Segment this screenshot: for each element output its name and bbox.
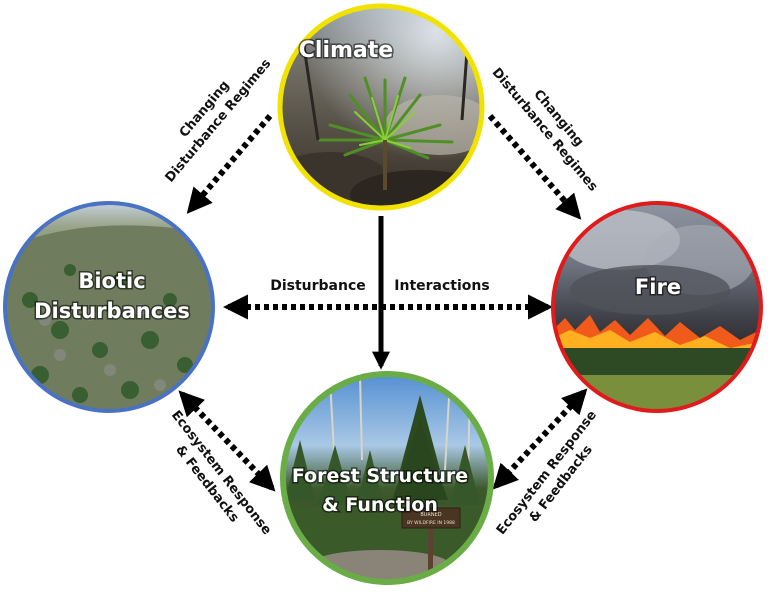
label-changing-right: Changing Disturbance Regimes [489,65,601,194]
biotic-photo [5,203,213,411]
forest-sign-line1: BURNED [420,512,441,518]
arrow-biotic-forest-feedback [178,390,276,492]
arrow-fire-forest-feedback [492,388,588,490]
forest-ring [280,371,494,585]
forest-label-line1: Forest Structure [292,465,468,487]
arrows [178,114,588,492]
label-response-right: Ecosystem Response & Feedbacks [494,408,600,538]
interactions-right-label: Interactions [394,278,489,294]
climate-label: Climate [299,38,393,63]
fire-label: Fire [635,275,681,299]
label-changing-left: Changing Disturbance Regimes [163,56,275,185]
biotic-ring [3,201,215,413]
biotic-label-line2: Disturbances [34,299,190,323]
arrow-climate-to-biotic [186,114,273,214]
interactions-left-label: Disturbance [270,278,366,294]
fire-ring [551,201,763,413]
node-fire: Fire [551,201,763,413]
node-forest: BURNED BY WILDFIRE IN 1988 Forest Struct… [280,371,494,585]
forest-sign-line2: BY WILDFIRE IN 1988 [407,520,455,526]
forest-label-line2: & Function [322,494,438,516]
climate-ring [277,3,485,211]
node-climate: Climate [277,3,485,211]
climate-photo [280,6,482,208]
biotic-label-line1: Biotic [78,269,145,293]
changing-left-line2: Disturbance Regimes [163,56,275,185]
arrow-climate-to-fire [487,114,582,220]
node-biotic: Biotic Disturbances [3,201,215,413]
